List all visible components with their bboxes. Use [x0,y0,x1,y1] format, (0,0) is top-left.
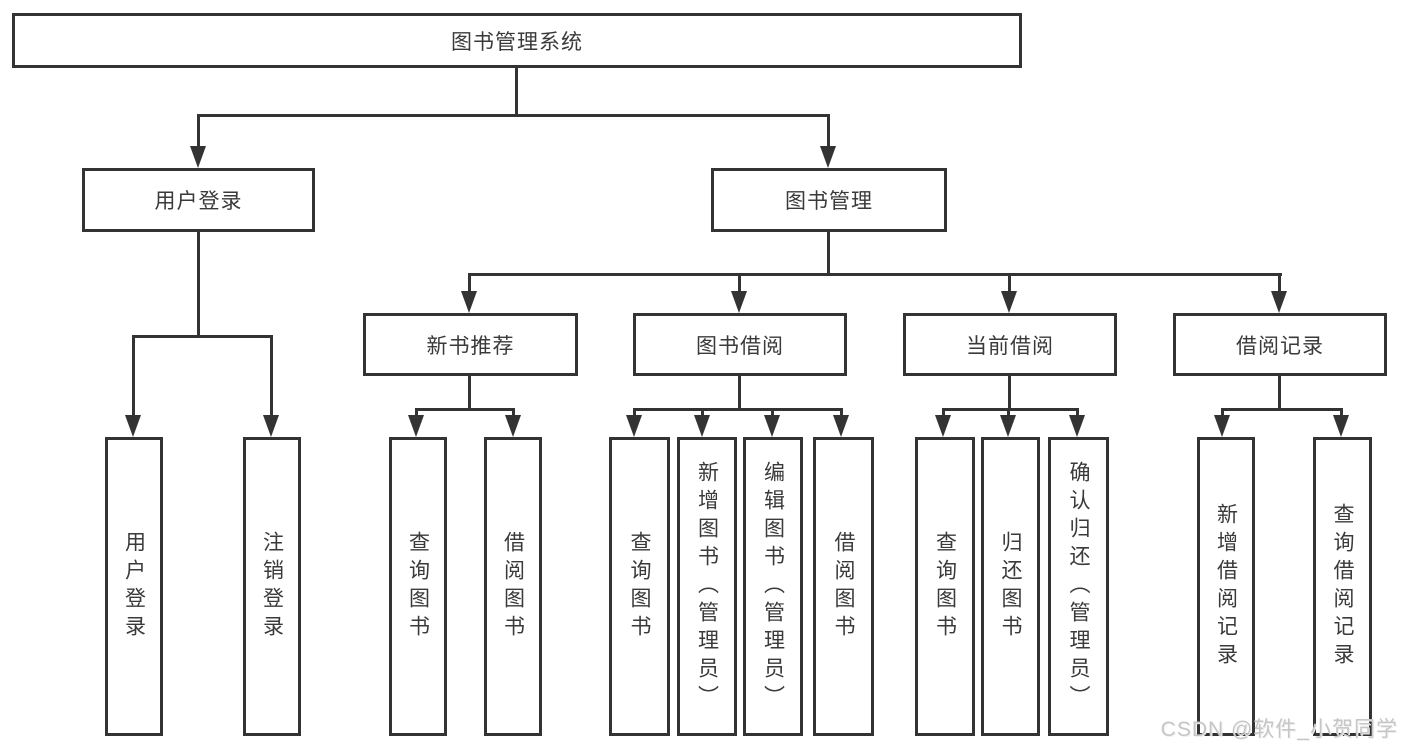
node-user-login: 用户登录 [82,168,315,232]
node-user-login-label: 用户登录 [154,190,243,213]
connector-drop [1278,273,1281,295]
connector-drop [1340,408,1343,419]
node-new-book-recommend-label: 新书推荐 [426,334,515,358]
connector-drop [771,408,774,419]
arrow-down-icon [461,291,477,313]
connector-root-stem [515,68,518,114]
leaf-add-borrow-record-label: 新增借阅记录 [1214,502,1238,671]
node-borrow-records-label: 借阅记录 [1236,334,1324,358]
connector-drop [132,335,135,419]
leaf-confirm-return-admin-label: 确认归还（管理员） [1067,460,1090,713]
leaf-borrow-books-recommend: 借阅图书 [484,437,542,736]
arrow-down-icon [731,291,747,313]
arrow-down-icon [263,415,279,437]
connector-drop [701,408,704,419]
connector-root-bar [197,114,830,117]
node-book-borrowing: 图书借阅 [633,313,847,376]
leaf-logout-label: 注销登录 [260,530,284,643]
arrow-down-icon [833,415,849,437]
connector-drop [1008,273,1011,295]
connector-bar [942,408,1079,411]
leaf-borrow-books-recommend-label: 借阅图书 [501,530,525,643]
arrow-down-icon [1000,415,1016,437]
connector-stem [1008,376,1011,408]
arrow-down-icon [1333,415,1349,437]
connector-user-stem [197,232,200,335]
node-book-borrowing-label: 图书借阅 [696,334,784,358]
connector-drop-user [197,114,200,150]
connector-mgmt-stem [827,232,830,273]
connector-mgmt-bar [468,273,1282,276]
leaf-query-books-current: 查询图书 [915,437,975,736]
connector-drop [1221,408,1224,419]
leaf-add-books-admin: 新增图书（管理员） [677,437,737,736]
connector-bar [1221,408,1343,411]
leaf-edit-books-admin-label: 编辑图书（管理员） [761,460,785,713]
node-new-book-recommend: 新书推荐 [363,313,578,376]
node-book-management: 图书管理 [711,168,947,232]
connector-drop [270,335,273,419]
leaf-logout: 注销登录 [243,437,301,736]
arrow-down-icon [1271,291,1287,313]
arrow-down-icon [935,415,951,437]
connector-user-bar [132,335,273,338]
connector-stem [468,376,471,408]
arrow-down-icon [1214,415,1230,437]
leaf-user-login-label: 用户登录 [122,530,146,643]
leaf-edit-books-admin: 编辑图书（管理员） [743,437,803,736]
leaf-query-books-recommend: 查询图书 [389,437,447,736]
node-current-borrowing: 当前借阅 [903,313,1117,376]
arrow-down-icon [694,415,710,437]
arrow-down-icon [505,415,521,437]
connector-drop [468,273,471,295]
connector-bar [415,408,515,411]
watermark: CSDN @软件_小贺同学 [1160,718,1398,741]
leaf-user-login: 用户登录 [105,437,163,736]
arrow-down-icon [820,146,836,168]
node-library-system: 图书管理系统 [12,13,1022,68]
leaf-return-books-label: 归还图书 [999,530,1022,643]
leaf-query-books-recommend-label: 查询图书 [406,530,430,643]
leaf-query-books-current-label: 查询图书 [933,530,957,643]
connector-drop [840,408,843,419]
arrow-down-icon [1069,415,1085,437]
connector-drop [942,408,945,419]
leaf-add-borrow-record: 新增借阅记录 [1197,437,1255,736]
connector-drop [415,408,418,419]
leaf-return-books: 归还图书 [981,437,1040,736]
connector-drop [738,273,741,295]
node-book-management-label: 图书管理 [785,190,873,213]
arrow-down-icon [626,415,642,437]
connector-drop [1007,408,1010,419]
arrow-down-icon [408,415,424,437]
leaf-query-books-borrowing: 查询图书 [609,437,670,736]
connector-stem [1278,376,1281,408]
leaf-query-books-borrowing-label: 查询图书 [628,530,651,643]
leaf-borrow-books-borrowing-label: 借阅图书 [832,530,855,643]
arrow-down-icon [1001,291,1017,313]
connector-bar [633,408,843,411]
connector-stem [738,376,741,408]
node-library-system-label: 图书管理系统 [451,30,583,54]
leaf-query-borrow-record-label: 查询借阅记录 [1331,502,1354,671]
node-current-borrowing-label: 当前借阅 [966,334,1054,358]
leaf-add-books-admin-label: 新增图书（管理员） [695,460,719,713]
connector-drop [633,408,636,419]
leaf-query-borrow-record: 查询借阅记录 [1313,437,1372,736]
arrow-down-icon [125,415,141,437]
arrow-down-icon [764,415,780,437]
node-borrow-records: 借阅记录 [1173,313,1387,376]
connector-drop [512,408,515,419]
leaf-confirm-return-admin: 确认归还（管理员） [1048,437,1109,736]
connector-drop-mgmt [827,114,830,150]
leaf-borrow-books-borrowing: 借阅图书 [813,437,874,736]
arrow-down-icon [190,146,206,168]
connector-drop [1076,408,1079,419]
